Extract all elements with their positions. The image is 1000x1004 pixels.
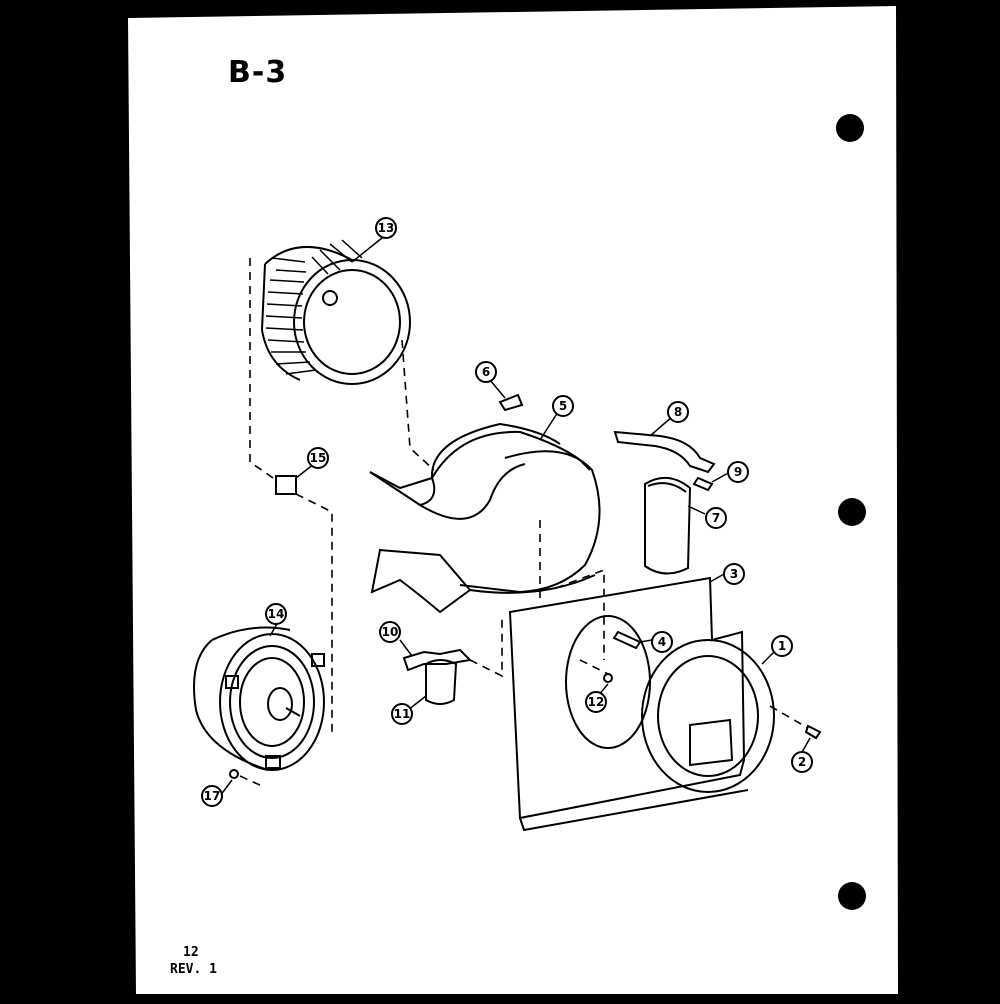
callout-label: 13 xyxy=(378,221,395,235)
capacitor-bracket xyxy=(613,430,716,474)
callout-label: 4 xyxy=(658,635,666,649)
diagram-title: B-3 xyxy=(228,55,288,90)
callout-circle xyxy=(375,217,397,239)
callout-label: 10 xyxy=(382,625,399,639)
callout-c4: 4 xyxy=(651,631,673,653)
callout-c9: 9 xyxy=(727,461,749,483)
motor-mount-plate xyxy=(275,475,297,495)
callout-label: 2 xyxy=(798,755,806,769)
callout-c10: 10 xyxy=(379,621,401,643)
start-capacitor xyxy=(425,659,458,705)
callout-c13: 13 xyxy=(375,217,397,239)
paper-sheet xyxy=(128,6,898,994)
callout-circle xyxy=(307,447,329,469)
callout-label: 17 xyxy=(204,789,221,803)
callout-c3: 3 xyxy=(723,563,745,585)
callout-label: 1 xyxy=(778,639,786,653)
callout-label: 14 xyxy=(268,607,285,621)
callout-circle xyxy=(727,461,749,483)
callout-label: 5 xyxy=(559,399,567,413)
callout-label: 11 xyxy=(394,707,411,721)
callout-c12: 12 xyxy=(585,691,607,713)
callout-circle xyxy=(771,635,793,657)
callout-label: 12 xyxy=(588,695,605,709)
callout-c11: 11 xyxy=(391,703,413,725)
callout-c17: 17 xyxy=(201,785,223,807)
callout-label: 8 xyxy=(674,405,682,419)
callout-label: 6 xyxy=(482,365,490,379)
callout-label: 7 xyxy=(712,511,720,525)
callout-c7: 7 xyxy=(705,507,727,529)
callout-c2: 2 xyxy=(791,751,813,773)
callout-circle xyxy=(705,507,727,529)
orifice-ring xyxy=(641,639,775,793)
callout-circle xyxy=(723,563,745,585)
blower-housing xyxy=(369,422,601,614)
callout-label: 3 xyxy=(730,567,738,581)
callout-circle xyxy=(791,751,813,773)
binder-hole-middle xyxy=(838,498,866,526)
binder-hole-bottom xyxy=(838,882,866,910)
callout-circle xyxy=(585,691,607,713)
panel-screw xyxy=(612,630,642,650)
assembly-lines xyxy=(239,258,809,787)
blower-wheel xyxy=(260,239,411,385)
page-number: 12 xyxy=(183,945,199,960)
callout-c15: 15 xyxy=(307,447,329,469)
callout-circle xyxy=(265,603,287,625)
callout-label: 9 xyxy=(734,465,742,479)
housing-clip xyxy=(498,393,524,412)
blower-panel xyxy=(508,576,749,832)
callout-circle xyxy=(667,401,689,423)
callout-c6a: 6 xyxy=(475,361,497,383)
callout-circle xyxy=(552,395,574,417)
callout-circle xyxy=(651,631,673,653)
bracket-screw xyxy=(692,476,714,492)
callout-c1: 1 xyxy=(771,635,793,657)
blower-motor xyxy=(193,626,325,771)
callout-c14: 14 xyxy=(265,603,287,625)
run-capacitor xyxy=(644,477,692,575)
binder-hole-top xyxy=(836,114,864,142)
callout-circle xyxy=(475,361,497,383)
callout-label: 15 xyxy=(310,451,327,465)
callout-circle xyxy=(201,785,223,807)
ring-screw xyxy=(804,724,822,740)
callout-c8: 8 xyxy=(667,401,689,423)
callout-circle xyxy=(391,703,413,725)
callout-c5: 5 xyxy=(552,395,574,417)
callout-circle xyxy=(379,621,401,643)
revision-label: REV. 1 xyxy=(170,962,217,977)
motor-nut xyxy=(229,769,239,779)
leader-lines xyxy=(219,237,811,797)
